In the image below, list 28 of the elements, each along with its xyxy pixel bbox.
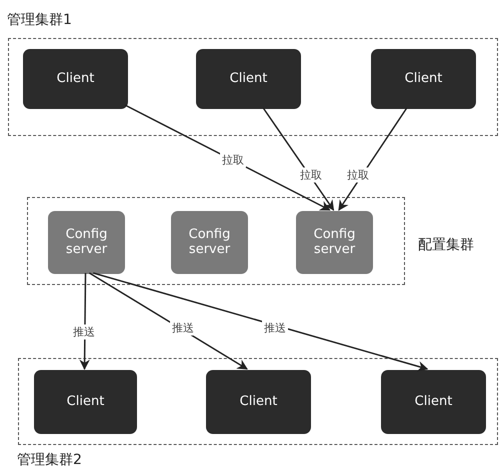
node-label: Config server (312, 228, 356, 257)
node-label: Client (66, 394, 106, 410)
client-box (371, 49, 476, 109)
node-label: Client (238, 394, 278, 410)
node-label: Config server (64, 228, 108, 257)
arrow (93, 272, 428, 372)
client-box (381, 370, 486, 434)
server-box (296, 211, 373, 274)
node-label: Client (56, 72, 96, 86)
edge-label: 拉取 (345, 168, 371, 182)
edge-label: 推送 (170, 320, 196, 336)
client-box (23, 49, 128, 109)
server-box (171, 211, 248, 274)
edge-label: 拉取 (220, 152, 246, 168)
edge-label: 拉取 (298, 168, 324, 182)
edge-label: 推送 (71, 324, 97, 340)
server-box (48, 211, 125, 274)
node-label: Client (404, 72, 444, 86)
client-box (34, 370, 137, 434)
client-box (196, 49, 301, 109)
cluster-title: 管理集群1 (7, 11, 72, 29)
cluster-title: 管理集群2 (17, 451, 82, 469)
node-label: Client (414, 394, 454, 410)
node-label: Client (228, 72, 268, 86)
cluster-title: 配置集群 (418, 236, 474, 254)
node-label: Config server (188, 228, 232, 257)
edge-label: 推送 (262, 320, 288, 336)
client-box (206, 370, 311, 434)
